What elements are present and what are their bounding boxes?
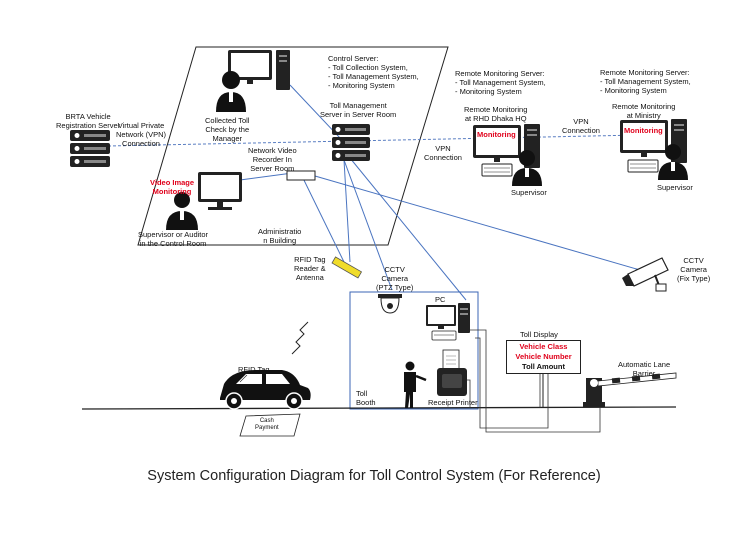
- network-links: [239, 84, 641, 301]
- rfid-tag-pointer: [239, 374, 248, 383]
- remote-hq-workstation-icon: [473, 124, 542, 186]
- remote-ministry-workstation-icon: [620, 119, 688, 180]
- vpn-right-label: VPN Connection: [562, 117, 600, 135]
- toll-display-vehicle-class: Vehicle Class: [519, 342, 568, 351]
- toll-display-vehicle-number: Vehicle Number: [515, 352, 572, 361]
- rfid-reader-label: RFID Tag Reader & Antenna: [294, 255, 326, 282]
- toll-display-title: Toll Display: [520, 330, 558, 339]
- remote-hq-server-label: Remote Monitoring Server: - Toll Managem…: [455, 69, 546, 96]
- nvr-label: Network Video Recorder In Server Room: [248, 146, 297, 173]
- remote-hq-title: Remote Monitoring at RHD Dhaka HQ: [464, 105, 528, 123]
- toll-management-server-label: Toll Management Server in Server Room: [320, 101, 397, 119]
- road-line: [81, 406, 677, 410]
- vpn-mid-label: VPN Connection: [424, 144, 462, 162]
- toll-management-server-icon: [332, 124, 370, 161]
- administration-building-label: Administratio n Building: [258, 227, 302, 245]
- toll-booth-label: Toll Booth: [356, 389, 376, 407]
- lane-barrier-label: Automatic Lane Barrier: [618, 360, 671, 378]
- vehicle-car-icon: [220, 370, 311, 410]
- toll-display-toll-amount: Toll Amount: [522, 362, 565, 371]
- cctv-ptz-label: CCTV Camera (PTZ Type): [376, 265, 414, 292]
- cash-payment-box: [239, 413, 301, 437]
- vpn-dashed-line: [107, 134, 641, 147]
- network-video-recorder-icon: [286, 170, 316, 181]
- receipt-printer-label: Receipt Printer: [428, 398, 478, 407]
- control-server-label: Control Server: - Toll Collection System…: [328, 54, 419, 90]
- cctv-fix-camera-icon: [622, 257, 669, 292]
- supervisor-control-room-label: Supervisor or Auditor in the Control Roo…: [138, 230, 209, 248]
- rfid-tag-label: RFID Tag: [238, 365, 270, 374]
- pc-label: PC: [435, 295, 446, 304]
- manager-workstation-icon: [216, 50, 290, 112]
- manager-label: Collected Toll Check by the Manager: [205, 116, 250, 143]
- video-image-monitoring-label: Video Image Monitoring: [150, 178, 195, 196]
- rfid-reader-antenna-icon: [331, 256, 363, 279]
- remote-hq-screen-label: Monitoring: [477, 130, 516, 139]
- receipt-printer-icon: [437, 349, 467, 396]
- cash-payment-label: Cash Payment: [255, 418, 279, 431]
- toll-display-panel: Vehicle Class Vehicle Number Toll Amount: [506, 340, 581, 374]
- diagram-caption: System Configuration Diagram for Toll Co…: [147, 468, 601, 484]
- brta-server-icon: [70, 130, 110, 167]
- booth-pc-icon: [426, 303, 470, 341]
- remote-ministry-server-label: Remote Monitoring Server: - Toll Managem…: [600, 68, 691, 95]
- video-monitoring-workstation-icon: [166, 172, 242, 230]
- booth-attendant-icon: [404, 361, 427, 408]
- administration-building-outline: [137, 46, 449, 246]
- remote-hq-supervisor-label: Supervisor: [511, 188, 547, 197]
- automatic-lane-barrier-icon: [583, 372, 677, 407]
- cctv-ptz-camera-icon: [378, 294, 402, 314]
- wireless-signal-icon: [291, 321, 309, 355]
- vpn-left-label: Virtual Private Network (VPN) Connection: [116, 121, 167, 148]
- remote-ministry-title: Remote Monitoring at Ministry: [612, 102, 676, 120]
- brta-server-label: BRTA Vehicle Registration Server: [56, 112, 121, 130]
- remote-ministry-screen-label: Monitoring: [624, 126, 663, 135]
- toll-booth-box: [349, 291, 479, 410]
- cctv-fix-label: CCTV Camera (Fix Type): [677, 256, 711, 283]
- remote-ministry-supervisor-label: Supervisor: [657, 183, 693, 192]
